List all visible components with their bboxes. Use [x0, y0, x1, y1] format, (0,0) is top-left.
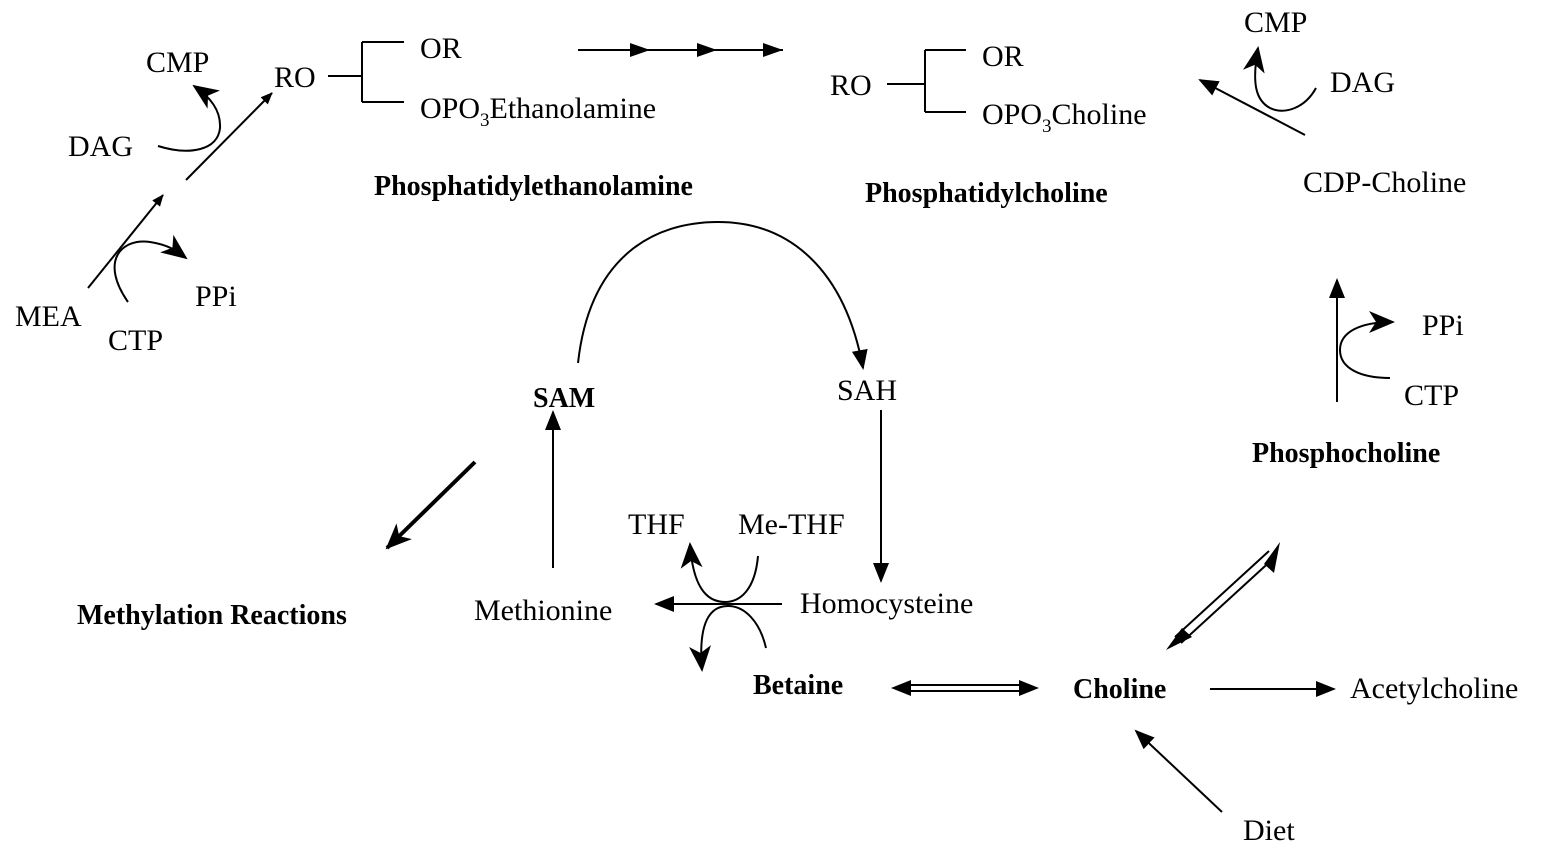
mea-label: MEA [15, 300, 82, 333]
pe-ro-label: RO [274, 61, 316, 94]
pe-phosphate-group: OPO3Ethanolamine [420, 92, 656, 131]
multistep-arrowhead-3 [763, 43, 783, 57]
pe-glycerol-backbone [328, 41, 404, 103]
phosphocholine-side-arrowhead [1264, 542, 1280, 573]
sam-label: SAM [533, 383, 595, 414]
dag-to-cmp-curve-arrow [157, 84, 222, 152]
me-thf-label: Me-THF [738, 508, 845, 541]
ctp-label: CTP [108, 324, 163, 357]
phosphatidylethanolamine-label: Phosphatidylethanolamine [374, 171, 693, 202]
sam-to-methylation-arrow [385, 460, 477, 550]
choline-side-arrowhead [1019, 680, 1039, 696]
phosphocholine-pathway: PPi CTP Phosphocholine [1252, 278, 1464, 469]
choline-phosphocholine-line-2 [1180, 556, 1276, 644]
ctp-to-ppi-curve-arrow [113, 234, 188, 303]
choline-up-side-arrowhead [1166, 628, 1192, 650]
diet-label: Diet [1243, 814, 1295, 844]
pe-or-label: OR [420, 32, 462, 65]
betaine-choline-exchange: Betaine [753, 670, 1039, 701]
betaine-label: Betaine [753, 670, 843, 701]
betaine-demethylation-curve-arrow [689, 604, 767, 672]
right-cmp-label: CMP [1244, 6, 1307, 39]
choline-phosphocholine-exchange [1166, 542, 1280, 650]
choline-phosphocholine-line-1 [1174, 550, 1270, 638]
cmp-label: CMP [146, 46, 209, 79]
phosphocholine-label: Phosphocholine [1252, 438, 1440, 469]
choline-fates: Choline Acetylcholine Diet [1073, 672, 1518, 844]
pc-ro-label: RO [830, 69, 872, 102]
acetylcholine-label: Acetylcholine [1350, 672, 1518, 705]
methylation-reactions-label: Methylation Reactions [77, 600, 347, 631]
pc-phosphate-group: OPO3Choline [982, 98, 1147, 137]
pc-glycerol-backbone [887, 49, 966, 113]
choline-label: Choline [1073, 674, 1166, 705]
cdp-ethanolamine-to-pe-arrow [185, 92, 273, 181]
dag-label: DAG [68, 130, 133, 163]
methionine-label: Methionine [474, 594, 612, 627]
right-ppi-label: PPi [1422, 309, 1464, 342]
cdp-choline-pathway: CMP DAG CDP-Choline [1198, 6, 1466, 199]
pc-or-label: OR [982, 40, 1024, 73]
homocysteine-label: Homocysteine [800, 587, 973, 620]
multistep-arrowhead-2 [697, 43, 717, 57]
thf-label: THF [628, 508, 685, 541]
phosphatidylethanolamine-structure: RO OR OPO3Ethanolamine Phosphatidylethan… [274, 32, 693, 202]
me-thf-to-thf-curve-arrow [680, 542, 759, 604]
mea-to-cdp-ethanolamine-arrow [87, 194, 164, 289]
pe-synthesis-pathway: CMP DAG MEA CTP PPi [15, 46, 273, 357]
methionine-cycle: SAM SAH Methylation Reactions Methionine… [77, 220, 973, 672]
phosphatidylcholine-label: Phosphatidylcholine [865, 178, 1108, 209]
right-dag-label: DAG [1330, 66, 1395, 99]
sam-to-sah-arc-arrow [577, 220, 868, 370]
cdp-choline-to-pc-arrow [1198, 79, 1306, 136]
multistep-arrowhead-1 [630, 43, 650, 57]
ctp-to-ppi-right-curve-arrow [1338, 311, 1395, 379]
betaine-side-arrowhead [891, 680, 911, 696]
diet-to-choline-arrow [1134, 729, 1223, 813]
pe-to-pc-multistep-arrow [578, 43, 783, 57]
cdp-choline-label: CDP-Choline [1303, 166, 1466, 199]
sah-label: SAH [837, 374, 897, 407]
dag-to-cmp-right-curve-arrow [1243, 46, 1317, 112]
right-ctp-label: CTP [1404, 379, 1459, 412]
phosphatidylcholine-structure: RO OR OPO3Choline Phosphatidylcholine [830, 40, 1147, 209]
ppi-label: PPi [195, 280, 237, 313]
